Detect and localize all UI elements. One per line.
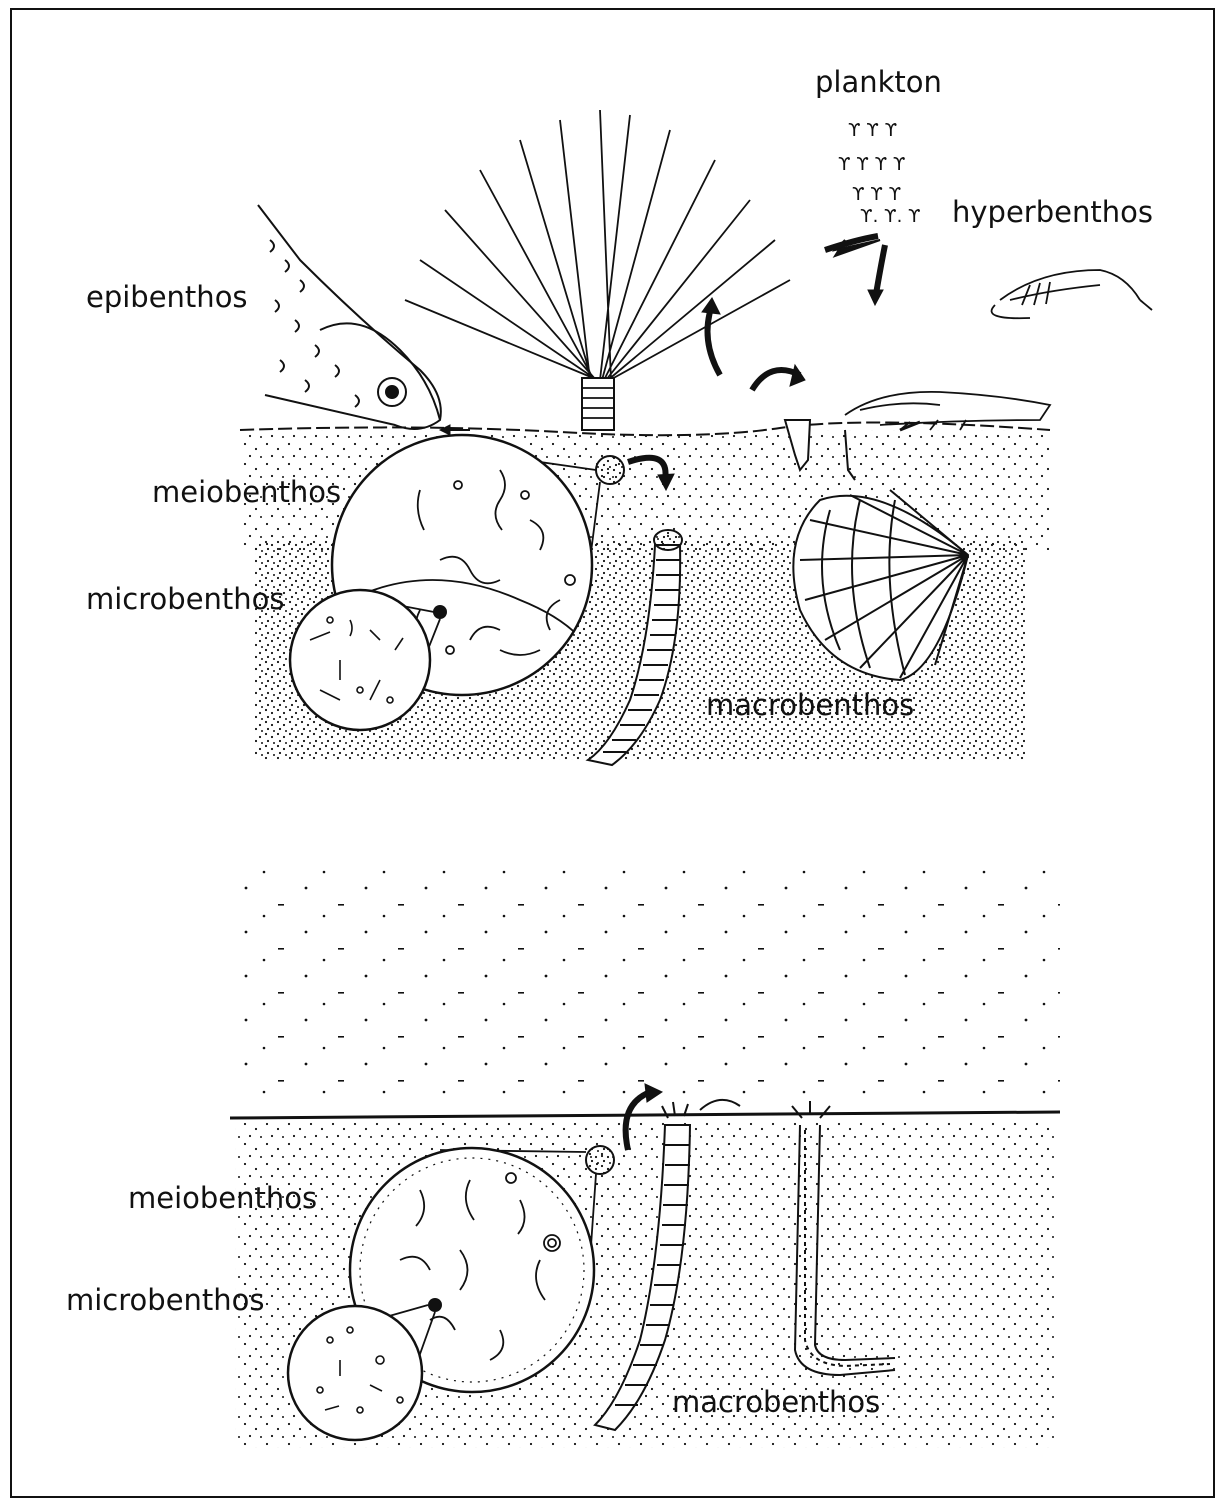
label-macrobenthos-top: macrobenthos	[706, 688, 914, 722]
fish-icon	[258, 205, 441, 429]
water-column	[230, 870, 1060, 1100]
plankton-icon: ϒ ϒ ϒ ϒ ϒ ϒ ϒ ϒ ϒ ϒ ϒ. ϒ. ϒ	[838, 120, 921, 227]
shrimp-icon	[992, 270, 1152, 318]
top-panel: ϒ ϒ ϒ ϒ ϒ ϒ ϒ ϒ ϒ ϒ ϒ. ϒ. ϒ	[86, 65, 1153, 765]
bottom-panel: meiobenthos microbenthos macrobenthos	[66, 870, 1060, 1448]
label-hyperbenthos: hyperbenthos	[952, 195, 1153, 229]
label-microbenthos-top: microbenthos	[86, 582, 285, 616]
label-meiobenthos-top: meiobenthos	[152, 475, 341, 509]
svg-text:ϒ. ϒ. ϒ: ϒ. ϒ. ϒ	[860, 206, 921, 227]
svg-text:ϒ ϒ ϒ: ϒ ϒ ϒ	[848, 120, 897, 141]
svg-text:ϒ ϒ ϒ: ϒ ϒ ϒ	[852, 184, 901, 205]
label-epibenthos: epibenthos	[86, 280, 248, 314]
sediment-surface-line-bottom	[230, 1112, 1060, 1118]
label-macrobenthos-bottom: macrobenthos	[672, 1385, 880, 1419]
fan-worm-icon	[405, 110, 790, 430]
label-microbenthos-bottom: microbenthos	[66, 1283, 265, 1317]
label-meiobenthos-bottom: meiobenthos	[128, 1181, 317, 1215]
label-plankton: plankton	[815, 65, 942, 99]
svg-text:ϒ ϒ ϒ ϒ: ϒ ϒ ϒ ϒ	[838, 154, 905, 175]
